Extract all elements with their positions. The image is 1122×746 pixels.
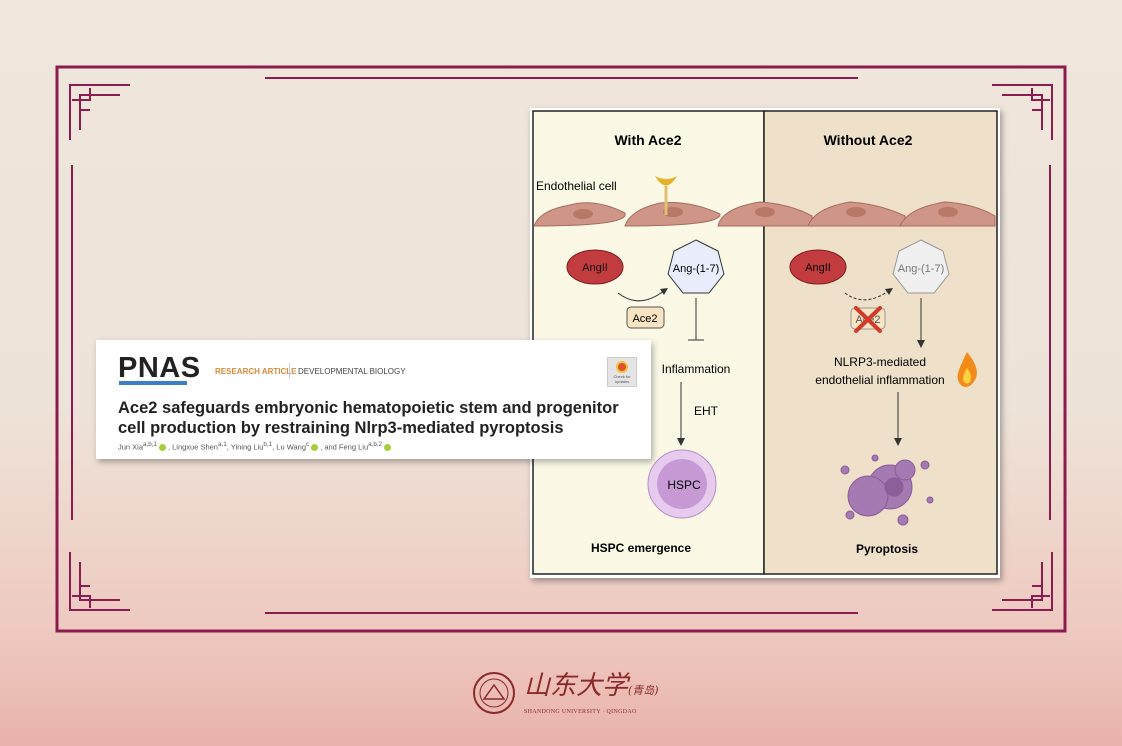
author-affiliation: a,b,2 [368, 441, 383, 448]
eht-label: EHT [694, 404, 719, 418]
divider [289, 363, 290, 379]
bookmark-icon [616, 361, 628, 373]
left-title: With Ace2 [614, 132, 681, 148]
blocked-conversion-arrow [844, 289, 891, 301]
conversion-arrow [617, 289, 666, 302]
author-affiliation: a,1 [217, 441, 227, 448]
university-name-block: 山东大学(青岛) [524, 670, 659, 707]
university-logo: 山东大学(青岛) SHANDONG UNIVERSITY · QINGDAO [472, 668, 672, 724]
ang17-node-right [892, 239, 950, 294]
endothelial-cells [533, 201, 996, 227]
angii-node-right [789, 249, 847, 285]
angii-label-right: AngII [805, 262, 831, 274]
author-affiliation: b,1 [263, 441, 273, 448]
ace2-label: Ace2 [632, 313, 657, 325]
university-seal-icon [473, 672, 515, 714]
author[interactable]: Lu Wang [276, 442, 307, 452]
check-updates-label: Check for updates [613, 374, 631, 384]
ace2-enzyme [626, 306, 665, 329]
orcid-icon[interactable] [158, 444, 166, 452]
author-affiliation: a,b,1 [143, 441, 157, 448]
endothelial-label: Endothelial cell [536, 179, 617, 193]
article-body: Ace2 safeguards embryonic hematopoietic … [96, 340, 651, 459]
author-list: Jun Xiaa,b,1, Lingxue Shena,1, Yining Li… [118, 440, 637, 453]
author[interactable]: Feng Liu [338, 442, 369, 452]
journal-logo: PNAS [118, 352, 201, 384]
author[interactable]: Yining Liu [230, 442, 264, 452]
article-section: DEVELOPMENTAL BIOLOGY [298, 367, 406, 376]
article-title: Ace2 safeguards embryonic hematopoietic … [118, 399, 619, 437]
ang17-label-right: Ang-(1-7) [898, 263, 944, 275]
hspc-emergence-label: HSPC emergence [591, 541, 691, 555]
author[interactable]: Jun Xia [118, 442, 144, 452]
university-name-cn: 山东大学 [524, 671, 629, 701]
journal-logo-bar [119, 381, 187, 385]
cross-icon [854, 306, 882, 333]
angii-node [566, 249, 624, 285]
author-affiliation: c [306, 441, 310, 448]
right-title: Without Ace2 [824, 132, 913, 148]
check-for-updates-button[interactable]: Check for updates [607, 357, 637, 387]
hspc-label: HSPC [667, 478, 701, 492]
pyroptotic-cell [840, 454, 934, 526]
ang17-label: Ang-(1-7) [673, 263, 719, 275]
ang17-node [667, 239, 725, 294]
inflammation-label: Inflammation [662, 362, 731, 376]
nlrp3-label-2: endothelial inflammation [815, 373, 944, 387]
article-type: RESEARCH ARTICLE [215, 367, 297, 376]
university-name-en: SHANDONG UNIVERSITY · QINGDAO [524, 709, 637, 715]
angii-label: AngII [582, 262, 608, 274]
author[interactable]: Lingxue Shen [172, 442, 218, 452]
orcid-icon[interactable] [311, 444, 319, 452]
nlrp3-label-1: NLRP3-mediated [834, 355, 926, 369]
pyroptosis-label: Pyroptosis [856, 542, 918, 556]
orcid-icon[interactable] [384, 444, 392, 452]
ace2-receptor-icon [655, 176, 677, 215]
university-city-cn: (青岛) [628, 684, 659, 697]
article-header-card[interactable]: PNAS RESEARCH ARTICLE DEVELOPMENTAL BIOL… [96, 340, 651, 459]
